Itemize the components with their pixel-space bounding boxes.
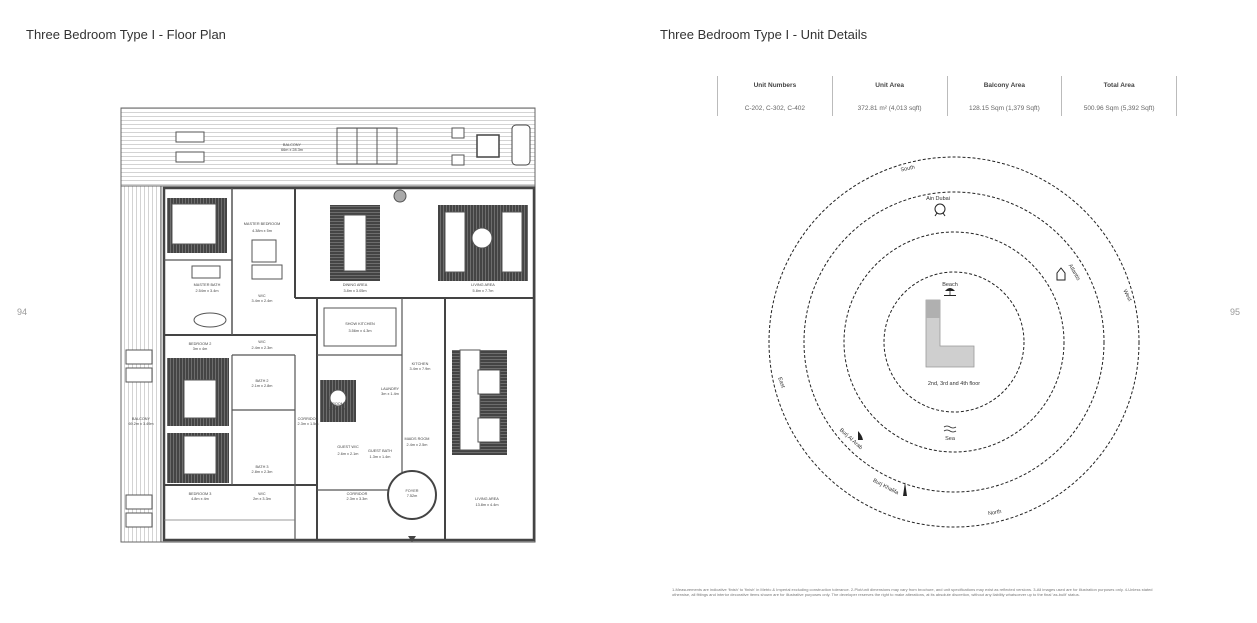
size-master-bath: 2.54m x 3.4m xyxy=(195,289,218,293)
size-maids-room: 2.4m x 2.5m xyxy=(407,443,428,447)
value-unit-area: 372.81 m² (4,013 sqft) xyxy=(857,105,922,112)
col-unit-numbers: Unit Numbers C-202, C-302, C-402 xyxy=(718,76,833,116)
label-wic-1: W/C xyxy=(258,294,266,298)
size-laundry: 3m x 1.4m xyxy=(381,392,399,396)
label-show-kitchen: SHOW KITCHEN xyxy=(345,322,375,326)
size-living-2: 13.8m x 4.4m xyxy=(475,503,498,507)
label-wic-3: W/C xyxy=(258,492,266,496)
label-laundry: LAUNDRY xyxy=(381,387,400,391)
size-balcony-top: 66m x 28.3m xyxy=(281,148,303,152)
col-balcony-area: Balcony Area 128.15 Sqm (1,379 Sqft) xyxy=(948,76,1063,116)
size-kitchen: 3.4m x 7.9m xyxy=(410,367,431,371)
header-unit-numbers: Unit Numbers xyxy=(753,82,797,89)
label-balcony-top: BALCONY xyxy=(283,143,302,147)
orientation-diagram: 2nd, 3rd and 4th floor South West North … xyxy=(768,156,1140,528)
size-balcony-left: 69.2m x 3.49m xyxy=(128,422,153,426)
label-bedroom-3: BEDROOM 3 xyxy=(189,492,212,496)
size-living-1: 5.8m x 7.7m xyxy=(473,289,494,293)
value-total-area: 500.96 Sqm (5,392 Sqft) xyxy=(1083,105,1155,112)
page-number-left: 94 xyxy=(17,307,28,317)
label-kitchen: KITCHEN xyxy=(412,362,429,366)
label-guest-wc: GUEST W/C xyxy=(337,445,359,449)
west-label: West xyxy=(1121,289,1132,303)
sail-hotel-icon xyxy=(858,431,863,440)
north-label: North xyxy=(988,509,1002,517)
unit-details-table: Unit Numbers C-202, C-302, C-402 Unit Ar… xyxy=(717,76,1177,116)
disclaimer-text: 1-Measurements are indicative 'finish' t… xyxy=(672,587,1153,597)
floor-plan-title: Three Bedroom Type I - Floor Plan xyxy=(26,27,226,42)
floors-label: 2nd, 3rd and 4th floor xyxy=(928,381,980,387)
label-guest-bath: GUEST BATH xyxy=(368,449,392,453)
east-label: East xyxy=(776,376,786,389)
size-wic-1: 3.4m x 2.4m xyxy=(252,299,273,303)
label-bedroom-2: BEDROOM 2 xyxy=(189,342,212,346)
col-unit-area: Unit Area 372.81 m² (4,013 sqft) xyxy=(833,76,948,116)
label-master-bedroom: MASTER BEDROOM xyxy=(244,222,281,226)
label-dining: DINING AREA xyxy=(343,283,368,287)
value-unit-numbers: C-202, C-302, C-402 xyxy=(744,105,806,112)
unit-details-title: Three Bedroom Type I - Unit Details xyxy=(660,27,868,42)
size-guest-bath: 1.3m x 1.4m xyxy=(370,455,391,459)
size-wic-3: 2m x 3.3m xyxy=(253,497,271,501)
size-foyer: 7.52m xyxy=(407,494,418,498)
size-bath-3: 2.8m x 2.3m xyxy=(252,470,273,474)
label-corridor-1: CORRIDOR xyxy=(298,417,319,421)
size-bedroom-3: 4.8m x 4m xyxy=(191,497,209,501)
ferris-wheel-icon xyxy=(934,203,946,217)
atlantis-icon xyxy=(1056,267,1066,281)
label-wic-2: W/C xyxy=(258,340,266,344)
size-bath-2: 2.1m x 2.8m xyxy=(252,384,273,388)
floor-plan-drawing: BALCONY 66m x 28.3m BALCONY 69.2m x 3.49… xyxy=(120,107,536,543)
ain-dubai-label: Ain Dubai xyxy=(926,196,950,202)
beach-umbrella-icon xyxy=(944,288,956,296)
label-small-room: ROOM xyxy=(332,402,344,406)
value-balcony-area: 128.15 Sqm (1,379 Sqft) xyxy=(968,105,1040,112)
size-guest-wc: 2.6m x 2.1m xyxy=(338,452,359,456)
sea-label: Sea xyxy=(945,436,956,442)
atlantis-label: Atlantis xyxy=(1067,263,1081,282)
label-corridor-2: CORRIDOR xyxy=(347,492,368,496)
size-corridor-1: 2.3m x 1.5m xyxy=(298,422,319,426)
label-master-bath: MASTER BATH xyxy=(194,283,221,287)
size-master-bedroom: 4.38m x 5m xyxy=(252,229,272,233)
page-number-right: 95 xyxy=(1230,307,1241,317)
size-show-kitchen: 3.56m x 4.3m xyxy=(348,329,371,333)
label-balcony-left: BALCONY xyxy=(132,417,151,421)
label-foyer: FOYER xyxy=(405,489,418,493)
beach-label: Beach xyxy=(942,282,958,288)
label-bath-2: BATH 2 xyxy=(255,379,268,383)
balcony-top-deck xyxy=(120,107,536,187)
label-living-2: LIVING AREA xyxy=(475,497,499,501)
south-label: South xyxy=(900,165,915,174)
size-dining: 3.8m x 3.05m xyxy=(343,289,366,293)
size-bedroom-2: 3m x 4m xyxy=(193,347,208,351)
label-maids-room: MAIDS ROOM xyxy=(405,437,430,441)
col-total-area: Total Area 500.96 Sqm (5,392 Sqft) xyxy=(1062,76,1177,116)
label-living-1: LIVING AREA xyxy=(471,283,495,287)
header-total-area: Total Area xyxy=(1103,82,1135,89)
header-unit-area: Unit Area xyxy=(875,82,904,89)
waves-icon xyxy=(943,425,957,433)
tower-icon xyxy=(903,482,907,496)
header-balcony-area: Balcony Area xyxy=(983,82,1026,89)
size-small-room: 2.3m x 2m xyxy=(329,407,347,411)
size-wic-2: 2.4m x 2.3m xyxy=(252,346,273,350)
size-corridor-2: 2.3m x 3.3m xyxy=(347,497,368,501)
label-bath-3: BATH 3 xyxy=(255,465,268,469)
